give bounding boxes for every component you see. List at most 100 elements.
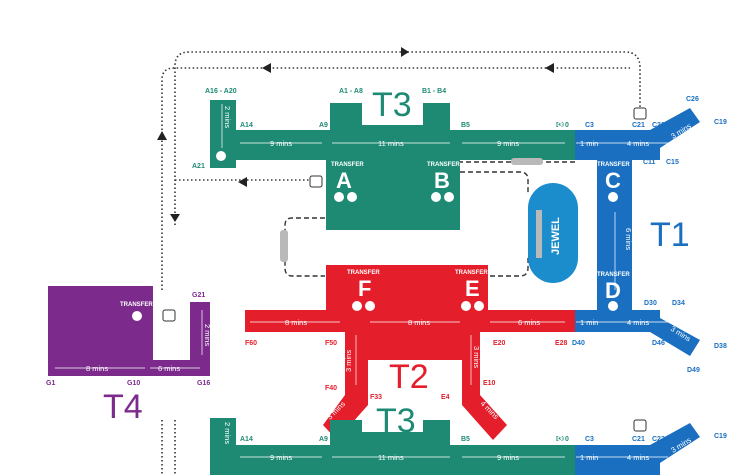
gate-d49: D49 — [687, 367, 700, 374]
t2-building — [245, 265, 575, 440]
gate-c1-repeat: C1 — [557, 436, 566, 443]
transfer-label-f: TRANSFER — [347, 270, 380, 276]
time-bot-e: 4 mins — [627, 453, 649, 462]
pier-a: A — [336, 168, 352, 193]
transfer-label-d: TRANSFER — [597, 272, 630, 278]
time-t4-b: 6 mins — [158, 364, 180, 373]
t2-title: T2 — [389, 358, 429, 396]
transfer-label-c: TRANSFER — [597, 162, 630, 168]
gate-g16: G16 — [197, 380, 210, 387]
gate-c21-repeat: C21 — [632, 436, 645, 443]
gate-b10-repeat: B10 — [556, 436, 569, 443]
gate-c19: C19 — [714, 119, 727, 126]
time-e-vert: 3 mins — [472, 346, 481, 368]
gate-c3-repeat: C3 — [585, 436, 594, 443]
gate-g1: G1 — [46, 380, 55, 387]
gate-c15: C15 — [666, 159, 679, 166]
time-t4-a: 8 mins — [86, 364, 108, 373]
jewel: JEWEL — [528, 183, 578, 283]
gate-b10: B10 — [556, 122, 569, 129]
transfer-label-t4: TRANSFER — [120, 302, 153, 308]
gate-e28: E28 — [555, 340, 568, 347]
time-bot-c: 9 mins — [497, 453, 519, 462]
transfer-counter-icon — [365, 301, 375, 311]
terminal-2: TRANSFER TRANSFER F E 8 mins 8 mins 6 mi… — [245, 265, 575, 440]
terminal-4: TRANSFER 8 mins 6 mins 2 mins G21 G1 G10… — [46, 286, 212, 426]
pier-b: B — [434, 168, 450, 193]
gate-f60: F60 — [245, 340, 257, 347]
transfer-counter-icon — [608, 301, 618, 311]
time-t2-d: 1 min — [580, 318, 598, 327]
route-arrows — [157, 47, 554, 222]
gate-a1-a8: A1 - A8 — [339, 88, 363, 95]
time-t3-e: 4 mins — [627, 139, 649, 148]
time-bot-b: 11 mins — [378, 453, 404, 462]
pier-e: E — [465, 276, 480, 301]
t3-title-repeat: T3 — [376, 402, 416, 440]
shuttle-route-lines — [161, 51, 641, 475]
gate-c21: C21 — [632, 122, 645, 129]
gate-f50: F50 — [325, 340, 337, 347]
pier-c: C — [605, 168, 621, 193]
gate-f33: F33 — [370, 394, 382, 401]
transfer-counter-icon — [474, 301, 484, 311]
transfer-counter-icon — [461, 301, 471, 311]
gate-a14-repeat: A14 — [240, 436, 253, 443]
time-bot-a: 9 mins — [270, 453, 292, 462]
gate-e1: E1 — [441, 352, 450, 359]
time-t2-e: 4 mins — [627, 318, 649, 327]
transfer-label-b: TRANSFER — [427, 162, 460, 168]
gate-b5: B5 — [461, 122, 470, 129]
gate-a21: A21 — [192, 163, 205, 170]
gate-e10: E10 — [483, 380, 496, 387]
pier-d: D — [605, 278, 621, 303]
t1-title: T1 — [650, 216, 690, 254]
pier-f: F — [358, 276, 371, 301]
time-t3-c: 9 mins — [497, 139, 519, 148]
terminal-3-repeat: T3 9 mins 11 mins 9 mins 1 min 4 mins 2 … — [210, 402, 727, 475]
gate-a9: A9 — [319, 122, 328, 129]
transfer-counter-icon — [352, 301, 362, 311]
time-t2-b: 8 mins — [408, 318, 430, 327]
gate-d40: D40 — [572, 340, 585, 347]
t4-building — [48, 286, 210, 376]
gate-g21: G21 — [192, 292, 205, 299]
time-t2-a: 8 mins — [285, 318, 307, 327]
gate-d30: D30 — [644, 300, 657, 307]
gate-e4: E4 — [441, 394, 450, 401]
time-f-vert: 3 mins — [344, 350, 353, 372]
time-t3-b: 11 mins — [378, 139, 404, 148]
gate-c3: C3 — [585, 122, 594, 129]
gate-f30: F30 — [370, 352, 382, 359]
gate-g10: G10 — [127, 380, 140, 387]
transfer-counter-icon — [608, 192, 618, 202]
t3-building — [210, 100, 575, 230]
gate-c11: C11 — [643, 159, 656, 166]
gate-a14: A14 — [240, 122, 253, 129]
time-t3-vert: 2 mins — [223, 106, 232, 128]
time-t3-d: 1 min — [580, 139, 598, 148]
gate-c19-repeat: C19 — [714, 433, 727, 440]
gate-c1: C1 — [557, 122, 566, 129]
gate-a16-a20: A16 - A20 — [205, 88, 237, 95]
time-t2-c: 6 mins — [518, 318, 540, 327]
t1-building — [575, 108, 700, 356]
t4-title: T4 — [103, 388, 143, 426]
gate-c23: C23 — [652, 122, 665, 129]
gate-e20: E20 — [493, 340, 506, 347]
gate-a9-repeat: A9 — [319, 436, 328, 443]
gate-d34: D34 — [672, 300, 685, 307]
jewel-label: JEWEL — [550, 217, 562, 255]
transfer-label-e: TRANSFER — [455, 270, 488, 276]
time-bot-vert: 2 mins — [223, 422, 232, 444]
gate-f40: F40 — [325, 385, 337, 392]
gate-c26: C26 — [686, 96, 699, 103]
t3-title: T3 — [372, 86, 412, 124]
terminal-3: T3 A16 - A20 A1 - A8 B1 - B4 A14 A9 B5 A… — [192, 86, 575, 230]
transfer-label-a: TRANSFER — [331, 162, 364, 168]
gate-d46: D46 — [652, 340, 665, 347]
terminal-1: C1 C3 C21 C23 C26 C19 C11 C15 D30 D34 D4… — [557, 96, 727, 374]
time-bot-d: 1 min — [580, 453, 598, 462]
gate-b1-b4: B1 - B4 — [422, 88, 446, 95]
